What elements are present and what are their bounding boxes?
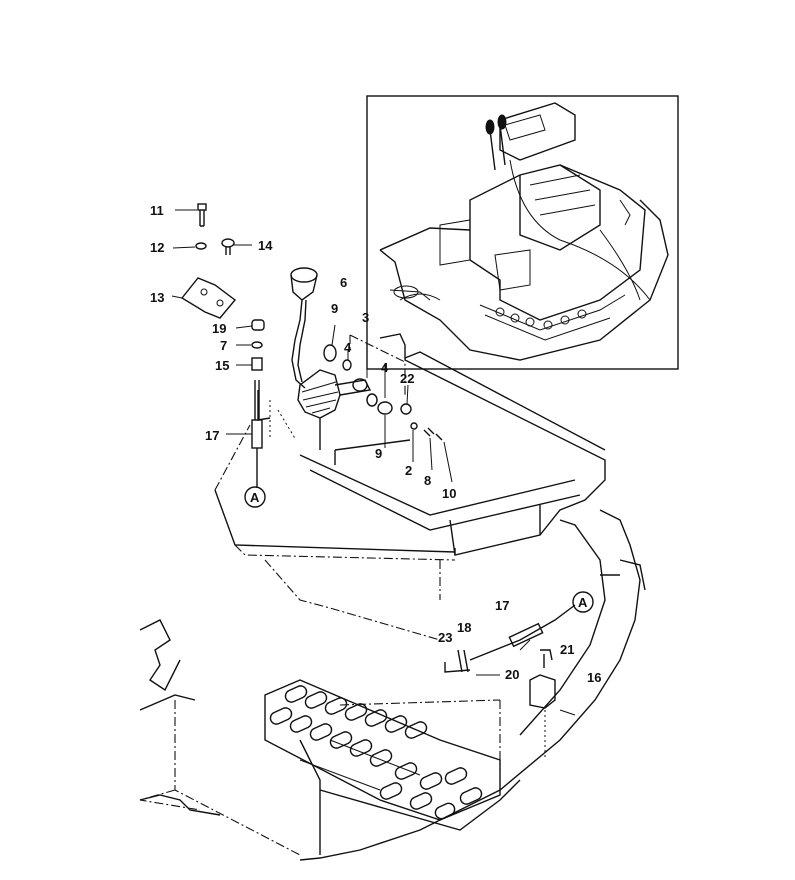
part-number-label: 20 [505, 667, 519, 682]
part-number-label: 9 [375, 446, 382, 461]
part-number-label: 22 [400, 371, 414, 386]
console-box [214, 333, 606, 641]
part-number-label: 16 [587, 670, 601, 685]
part-number-label: 17 [495, 598, 509, 613]
part-number-label: 15 [215, 358, 229, 373]
part-number-label: 19 [212, 321, 226, 336]
connector-markers: A A [250, 490, 588, 610]
inset-view [366, 95, 679, 370]
washer-12 [172, 242, 207, 250]
cable-end-17 [226, 380, 266, 508]
connector-label: A [250, 490, 260, 505]
base-frame [139, 509, 646, 861]
part-number-label: 13 [150, 290, 164, 305]
part-number-label: 8 [424, 473, 431, 488]
part-number-label: 2 [405, 463, 412, 478]
connector-label: A [578, 595, 588, 610]
part-labels: 2 3 4 4 6 7 8 9 9 10 11 12 13 14 15 16 1… [150, 203, 601, 685]
part-number-label: 6 [340, 275, 347, 290]
part-number-label: 18 [457, 620, 471, 635]
part-number-label: 7 [220, 338, 227, 353]
part-number-label: 17 [205, 428, 219, 443]
part-number-label: 12 [150, 240, 164, 255]
part-number-label: 11 [150, 203, 164, 218]
part-number-label: 4 [381, 360, 389, 375]
part-number-label: 23 [438, 630, 452, 645]
part-number-label: 21 [560, 642, 574, 657]
lower-cable-parts [444, 591, 594, 760]
small-parts-right [269, 324, 453, 483]
bolt-11 [175, 203, 207, 227]
inset-frame [366, 95, 679, 370]
parts-19-7-15 [235, 319, 265, 371]
part-number-label: 9 [331, 301, 338, 316]
control-valve-bank [264, 679, 501, 821]
part-number-label: 10 [442, 486, 456, 501]
control-lever-assembly [290, 267, 406, 450]
bracket-13 [171, 277, 237, 319]
screw-14 [221, 238, 252, 255]
part-number-label: 4 [344, 340, 352, 355]
part-number-label: 14 [258, 238, 273, 253]
part-number-label: 3 [362, 310, 369, 325]
